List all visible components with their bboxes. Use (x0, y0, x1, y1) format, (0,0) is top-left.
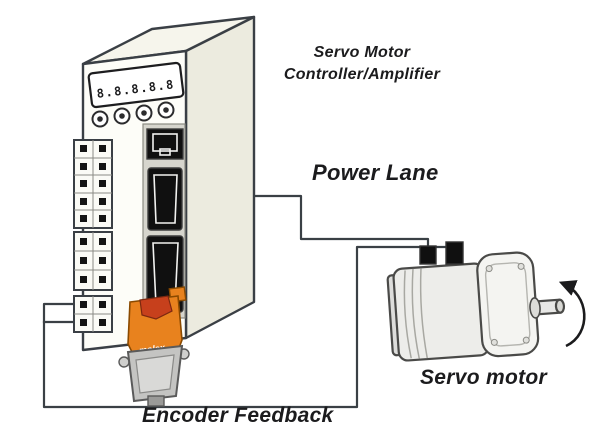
rj45-port (146, 128, 184, 160)
motor-flange-inner (484, 262, 531, 347)
terminal-pin (80, 163, 87, 170)
terminal-pin (99, 301, 106, 308)
terminal-pin (99, 180, 106, 187)
controller-box: 8.8.8.8.8 (73, 15, 256, 352)
controller-side-face (184, 15, 256, 340)
terminal-block-a (73, 139, 113, 229)
terminal-pin (99, 319, 106, 326)
terminal-pin (99, 163, 106, 170)
motor-rib (411, 268, 421, 359)
encoder-feedback-label: Encoder Feedback (142, 404, 334, 427)
controller-title-line1: Servo Motor (313, 44, 411, 61)
motor-shaft-hub (529, 297, 541, 319)
flange-bolt (490, 338, 498, 346)
rj45-notch (159, 148, 171, 156)
panel-button-dot (119, 113, 125, 119)
terminal-pin (99, 276, 106, 283)
terminal-pin (80, 180, 87, 187)
terminal-pin (99, 145, 106, 152)
terminal-block-b (73, 231, 113, 291)
dsub-inner (135, 354, 175, 394)
motor-power-connector (419, 245, 437, 265)
controller-title: Servo Motor Controller/Amplifier (256, 42, 468, 85)
dsub-screw (118, 356, 130, 368)
terminal-pin (80, 145, 87, 152)
front-buttons (91, 101, 175, 128)
terminal-pin (80, 198, 87, 205)
motor-encoder-connector (445, 241, 464, 265)
motor-shaft-end (554, 298, 566, 314)
motor-assembly (386, 251, 566, 362)
rotation-arrow (558, 280, 586, 348)
flange-bolt (517, 262, 525, 270)
dsub-strain-relief (147, 395, 165, 407)
panel-button-dot (141, 110, 147, 116)
panel-button-dot (163, 107, 169, 113)
dsub-connector (118, 344, 190, 407)
servo-motor-label: Servo motor (420, 366, 547, 389)
terminal-pin (80, 215, 87, 222)
flange-bolt (485, 265, 493, 273)
controller-title-line2: Controller/Amplifier (283, 65, 441, 83)
terminal-pin (80, 276, 87, 283)
molex-latch (139, 295, 173, 320)
terminal-pin (80, 238, 87, 245)
motor-rib (419, 268, 428, 359)
cn2-inner (153, 174, 178, 224)
motor-rib (403, 270, 412, 359)
power-lane-label: Power Lane (312, 160, 439, 185)
terminal-pin (99, 257, 106, 264)
terminal-pin (99, 198, 106, 205)
cn2-body (147, 167, 183, 231)
terminal-pin (99, 238, 106, 245)
terminal-block-c (73, 295, 113, 333)
terminal-pin (99, 215, 106, 222)
flange-bolt (522, 336, 530, 344)
segment-display: 8.8.8.8.8 (87, 61, 185, 109)
cn2-connector (147, 167, 183, 231)
terminal-pin (80, 257, 87, 264)
terminal-pin (80, 301, 87, 308)
power-lane-wire (248, 194, 430, 257)
servo-motor (386, 241, 586, 362)
motor-body (392, 262, 490, 362)
display-frame (87, 61, 185, 109)
rj45-inner (152, 133, 178, 152)
terminal-pin (80, 319, 87, 326)
panel-button-dot (97, 116, 103, 122)
